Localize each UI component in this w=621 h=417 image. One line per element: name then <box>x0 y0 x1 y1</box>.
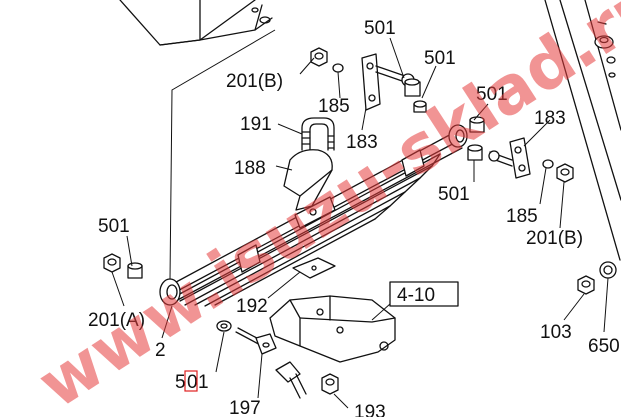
ref-box-frame <box>389 281 459 307</box>
label-201a: 201(A) <box>88 310 145 331</box>
label-183-right: 183 <box>534 108 566 129</box>
label-650: 650 <box>588 336 620 357</box>
label-501-right: 501 <box>476 84 508 105</box>
label-185-top: 185 <box>318 96 350 117</box>
label-501-right-lower: 501 <box>438 184 470 205</box>
axle-seat <box>269 295 396 363</box>
front-hardware <box>103 253 339 399</box>
label-501-left: 501 <box>98 216 130 237</box>
spring-plate <box>292 257 336 279</box>
label-501-bottom-boxed: 0 <box>187 372 198 393</box>
label-191: 191 <box>240 114 272 135</box>
label-201b-top: 201(B) <box>226 71 283 92</box>
label-501-top: 501 <box>364 18 396 39</box>
label-183-top: 183 <box>346 132 378 153</box>
right-items <box>577 261 617 295</box>
label-201b-right: 201(B) <box>526 228 583 249</box>
label-2: 2 <box>155 340 166 361</box>
leaf-spring <box>159 124 468 307</box>
leader-lines <box>111 37 609 409</box>
label-501-bottom-prefix: 5 <box>175 372 186 393</box>
label-185-right: 185 <box>506 206 538 227</box>
u-bolt <box>301 117 335 151</box>
label-501-upper-right: 501 <box>424 48 456 69</box>
rear-hardware-top <box>310 47 485 133</box>
rear-hardware-right <box>467 137 574 183</box>
ref-box-label[interactable]: 4-10 <box>397 285 435 306</box>
label-193: 193 <box>354 402 386 417</box>
label-197: 197 <box>229 398 261 417</box>
frame-rail <box>544 0 621 261</box>
spacer <box>283 149 333 211</box>
frame-bracket <box>119 0 276 281</box>
label-188: 188 <box>234 158 266 179</box>
label-501-bottom-suffix: 1 <box>198 372 209 393</box>
highlight-box <box>184 370 198 392</box>
label-103: 103 <box>540 322 572 343</box>
label-192: 192 <box>236 296 268 317</box>
